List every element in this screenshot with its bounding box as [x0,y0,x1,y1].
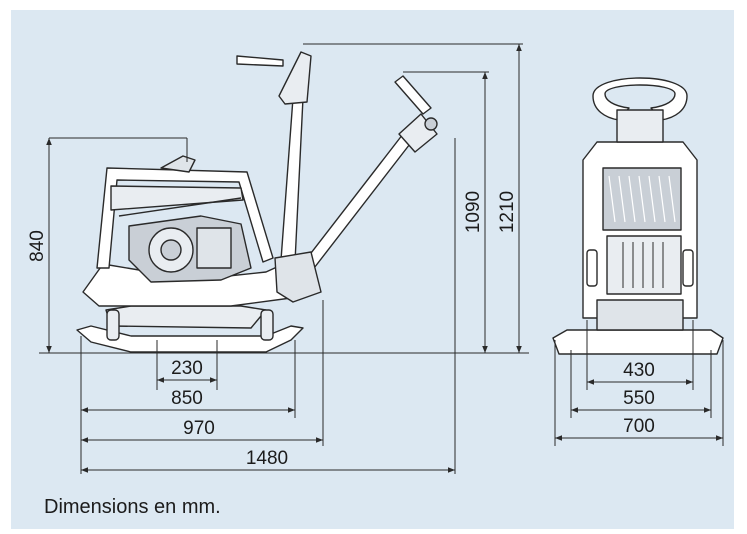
front-base-plate [552,329,724,355]
front-side-mount-right [682,249,694,287]
label-550: 550 [623,388,655,409]
caption: Dimensions en mm. [44,496,221,518]
foot-left [106,309,120,341]
handle-bar-diagonal [300,133,414,273]
front-handle-loop [592,77,688,121]
handle-grip [394,75,432,115]
front-lower-housing [596,299,684,331]
front-engine [606,235,682,295]
engine-hub [160,239,182,261]
pivot-block [274,251,322,303]
dimension-lines [39,43,724,474]
engine-cover [196,227,232,269]
cage-brace [118,197,242,217]
front-side-mount-left [586,249,598,287]
cage-top-panel [110,185,244,211]
label-970: 970 [183,418,215,439]
label-840: 840 [27,230,48,262]
dimension-diagram-svg: 840 1090 1210 230 850 970 1480 430 550 7… [27,43,724,474]
label-230: 230 [171,358,203,379]
upright-grip-housing [278,51,312,105]
protective-cage [96,167,274,269]
foot-right [260,309,274,341]
label-430: 430 [623,360,655,381]
label-1210: 1210 [497,191,518,233]
front-view-machine [552,77,724,355]
grille-slots [608,175,676,223]
label-700: 700 [623,416,655,437]
technical-drawing: 840 1090 1210 230 850 970 1480 430 550 7… [11,10,734,529]
label-1090: 1090 [463,191,484,233]
label-850: 850 [171,388,203,409]
label-1480: 1480 [246,448,288,469]
upright-lever [236,55,284,67]
front-handle-mount [616,109,664,143]
side-view-machine [76,51,438,353]
lower-housing [105,305,267,329]
front-engine-fins [622,242,664,288]
handle-bolt [424,117,438,131]
handle-upright [280,97,304,263]
